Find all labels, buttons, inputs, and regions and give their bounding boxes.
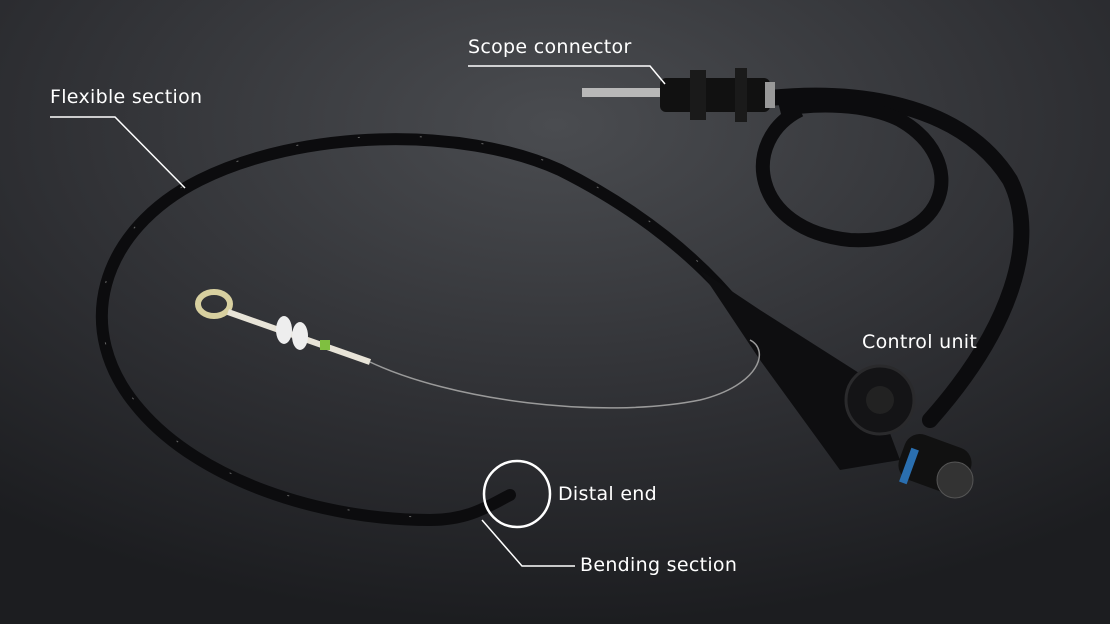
bending-section-leader — [481, 519, 575, 567]
scope-connector-leader — [468, 65, 666, 85]
flexible-section-leader — [50, 116, 186, 189]
insertion-tube — [95, 133, 746, 527]
label-control-unit: Control unit — [862, 331, 978, 353]
control-unit — [700, 270, 974, 499]
label-bending-section: Bending section — [580, 554, 738, 576]
label-distal-end: Distal end — [558, 483, 658, 505]
scope-connector — [582, 68, 775, 122]
distal-end-highlight — [482, 459, 552, 529]
label-flexible-section: Flexible section — [50, 86, 203, 108]
label-scope-connector: Scope connector — [468, 36, 632, 58]
biopsy-forceps — [195, 289, 761, 409]
umbilical-cable — [762, 87, 1030, 428]
umbilical-loop — [755, 98, 949, 248]
